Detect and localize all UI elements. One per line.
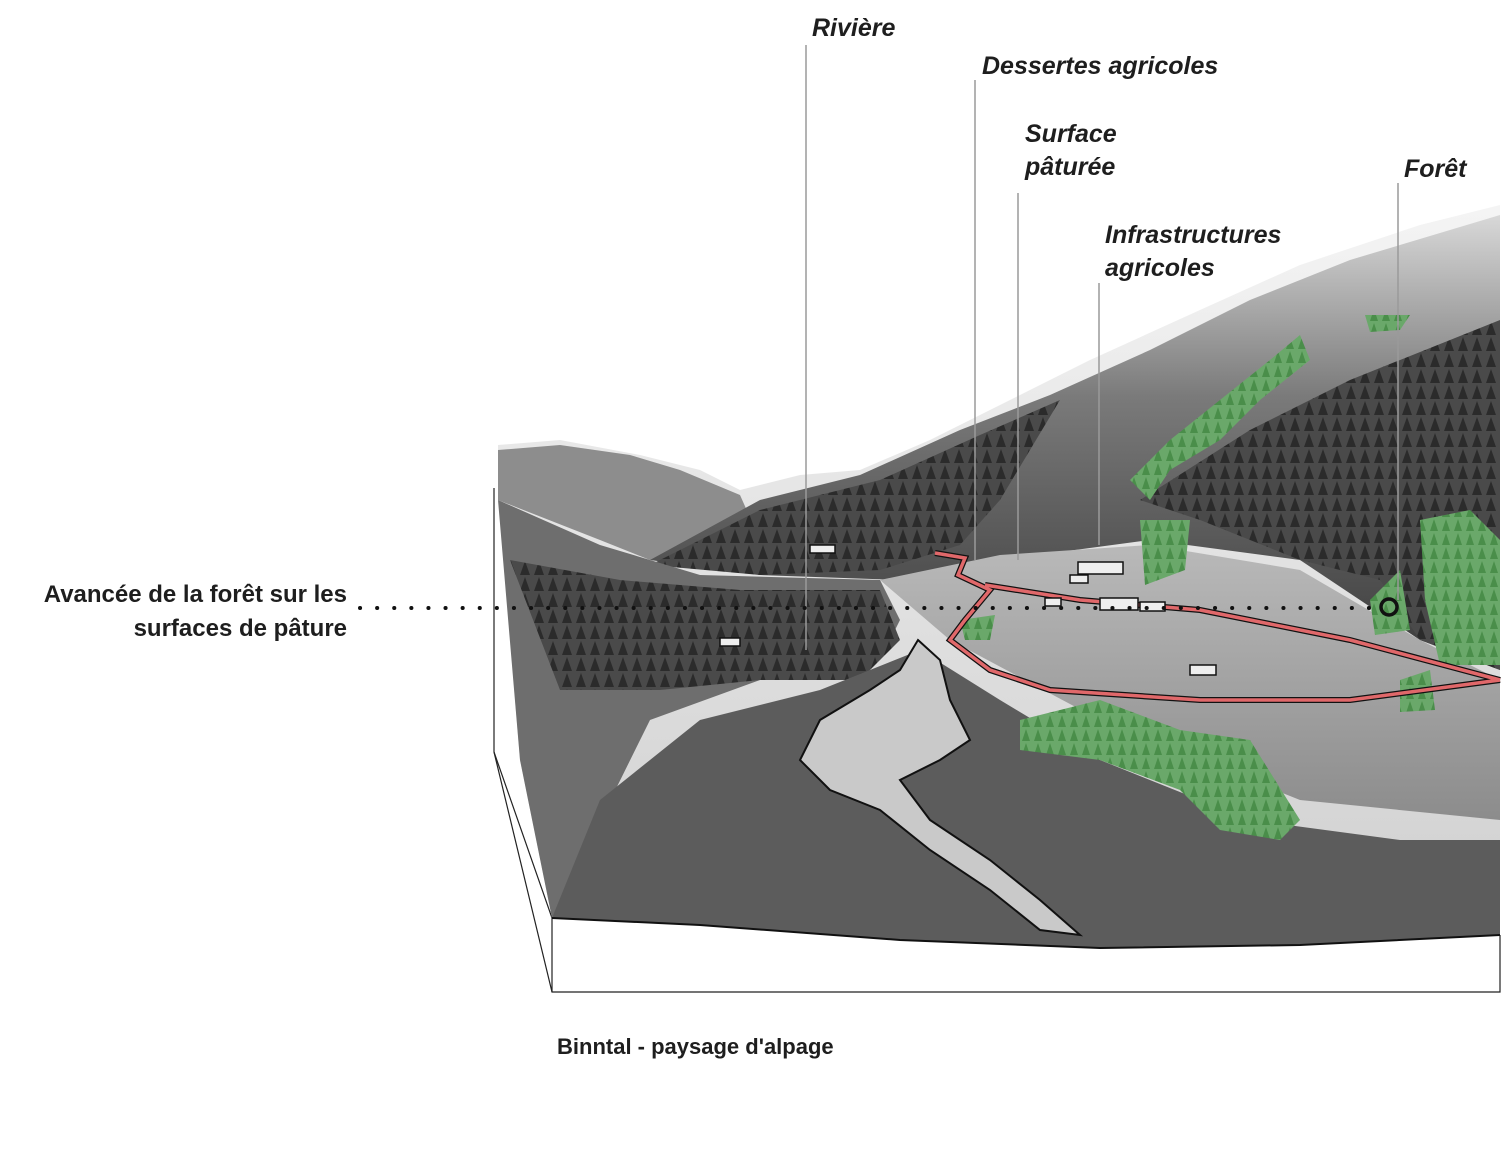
forest-advance-highlights (960, 315, 1500, 840)
label-infrastructures-agricoles: Infrastructures agricoles (1105, 219, 1281, 285)
farm-buildings (719, 544, 1217, 676)
river (798, 638, 1084, 937)
side-note-line: surfaces de pâture (133, 615, 347, 642)
side-note-line: Avancée de la forêt sur les (43, 581, 347, 608)
forest-valley (510, 560, 900, 690)
label-line: pâturée (1025, 153, 1116, 181)
leader-lines (805, 45, 1399, 650)
label-line: Surface (1025, 120, 1117, 148)
forest-left-slope (650, 400, 1060, 575)
label-line: Infrastructures (1105, 221, 1282, 249)
figure-caption: Binntal - paysage d'alpage (557, 1034, 834, 1059)
forest-advance-marker (1379, 597, 1399, 617)
label-dessertes-agricoles: Dessertes agricoles (982, 52, 1219, 80)
background-mountain (498, 445, 760, 560)
side-note-forest-advance: Avancée de la forêt sur les surfaces de … (0, 578, 347, 646)
foreground-vegetation (552, 650, 1500, 948)
label-riviere: Rivière (812, 14, 896, 42)
label-surface-paturee: Surface pâturée (1025, 118, 1117, 184)
pasture (880, 545, 1500, 820)
landscape-photo (498, 205, 1501, 950)
label-foret: Forêt (1404, 155, 1467, 183)
forest-right-slope (1140, 320, 1500, 670)
label-line: agricoles (1105, 254, 1215, 282)
